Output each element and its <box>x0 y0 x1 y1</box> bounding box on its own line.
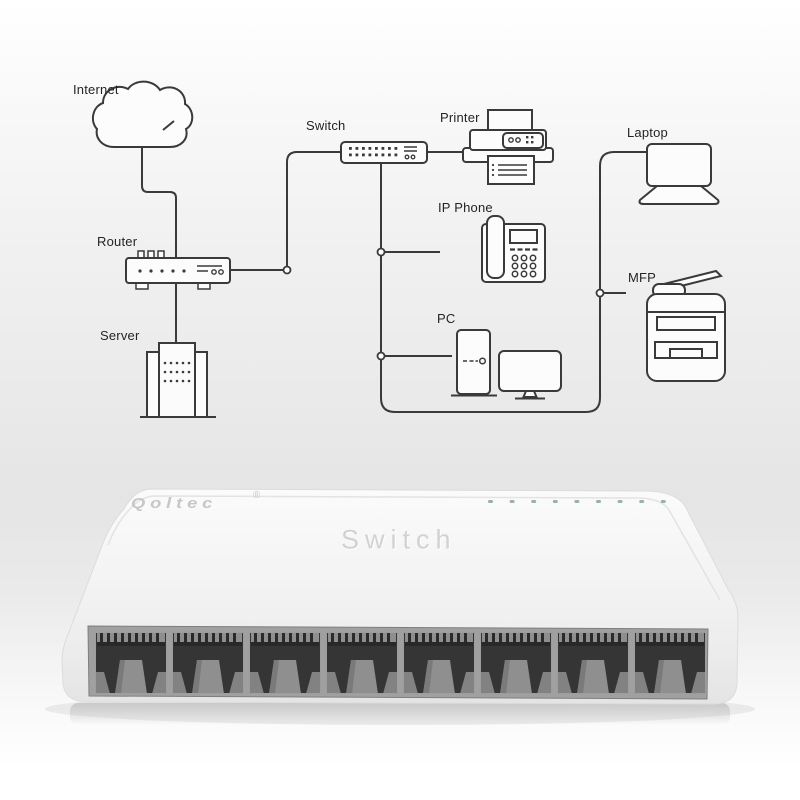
device-logo: Qoltec <box>131 495 217 512</box>
junction-nodes <box>282 247 605 361</box>
led-indicator <box>660 500 666 503</box>
rj45-port <box>633 631 707 695</box>
pc-icon <box>451 329 562 400</box>
device-model-text: Switch <box>341 525 457 555</box>
laptop-icon <box>638 143 720 205</box>
led-indicator <box>639 500 645 503</box>
ip-phone-icon <box>481 215 546 283</box>
rj45-port <box>171 631 245 695</box>
label-ip-phone: IP Phone <box>438 200 493 215</box>
switch-icon <box>340 141 428 164</box>
led-indicator <box>596 500 601 503</box>
label-pc: PC <box>437 311 456 326</box>
rj45-port <box>94 631 168 695</box>
led-indicator <box>617 500 623 503</box>
device-bevel-edge <box>107 495 721 601</box>
rj45-port <box>556 631 630 695</box>
label-printer: Printer <box>440 110 480 125</box>
led-indicators <box>488 500 666 503</box>
led-indicator <box>488 500 493 503</box>
junction-node <box>376 351 386 361</box>
device-model-text-highlight: Switch <box>342 526 458 556</box>
led-indicator <box>531 500 537 503</box>
edge-internet-router <box>141 147 177 258</box>
device-brand-text: Qoltec <box>131 495 217 512</box>
device-brand-mark: ® <box>253 490 261 501</box>
router-icon <box>125 250 231 290</box>
label-switch: Switch <box>306 118 346 133</box>
junction-node <box>282 265 292 275</box>
led-indicator <box>552 500 558 503</box>
led-indicator <box>574 500 580 503</box>
edge-junction-switch <box>286 151 341 268</box>
mfp-icon <box>646 269 726 382</box>
label-router: Router <box>97 234 138 249</box>
junction-node <box>595 288 605 298</box>
label-internet: Internet <box>73 82 119 97</box>
rj45-port <box>479 631 553 695</box>
edge-switch-trunk <box>380 151 647 413</box>
server-icon <box>140 342 216 418</box>
label-mfp: MFP <box>628 270 657 285</box>
device-contact-shadow <box>70 703 730 725</box>
printer-icon <box>462 109 554 185</box>
rj45-port <box>248 631 322 695</box>
label-server: Server <box>100 328 140 343</box>
diagram-connections <box>141 147 647 413</box>
rj45-port <box>325 631 399 695</box>
label-laptop: Laptop <box>627 125 668 140</box>
switch-device: Qoltec ® Switch Switch <box>45 488 755 725</box>
rj45-port <box>402 631 476 695</box>
led-indicator <box>509 500 515 503</box>
internet-cloud-icon <box>91 80 194 148</box>
junction-node <box>376 247 386 257</box>
